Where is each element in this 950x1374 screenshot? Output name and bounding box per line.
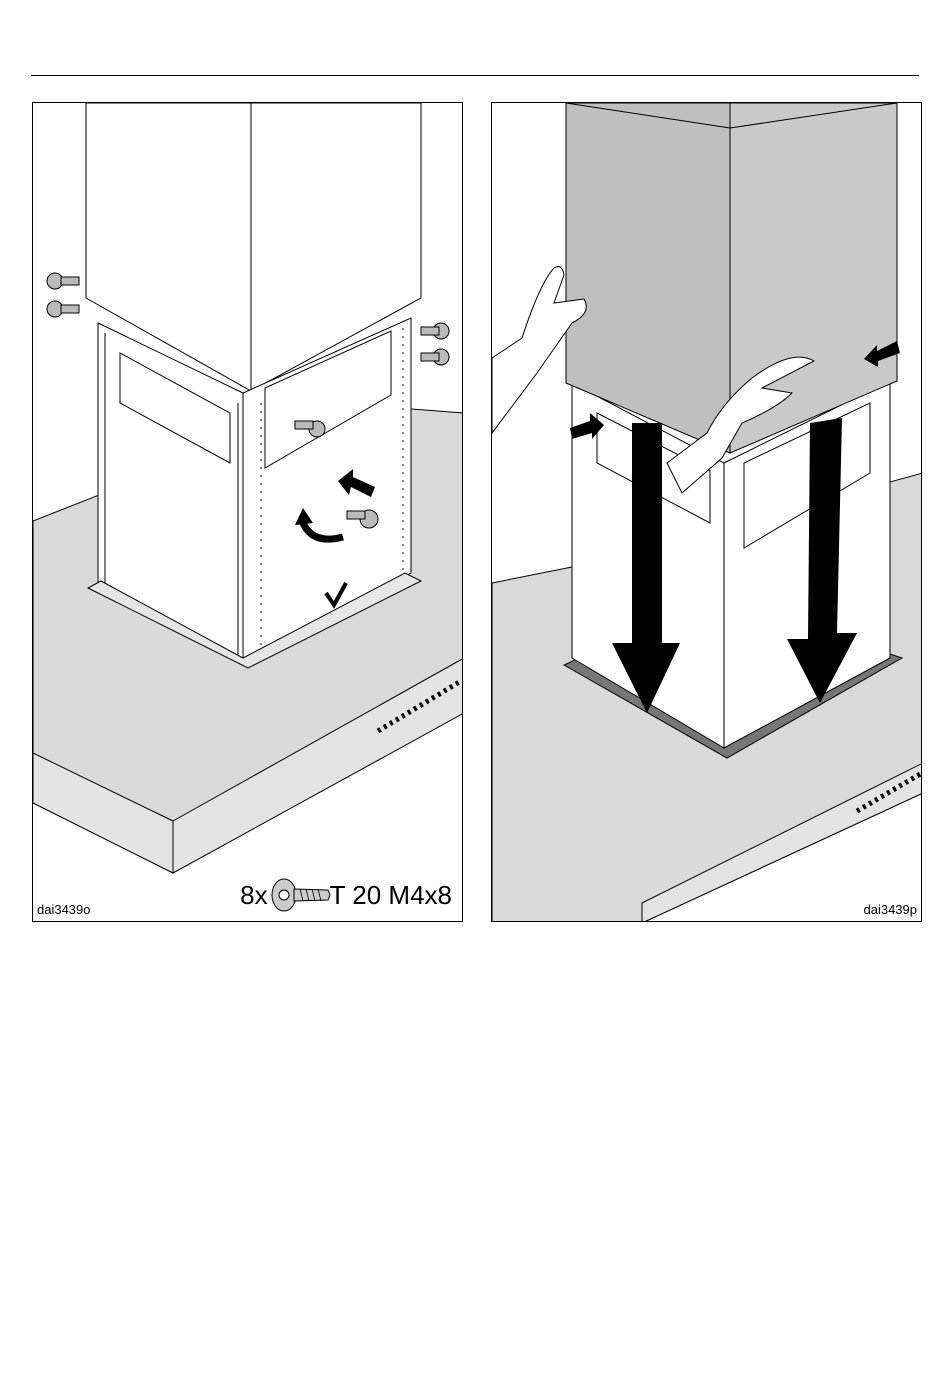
illustration-left: [33, 103, 463, 922]
screw-icon: [270, 877, 332, 913]
top-rule: [31, 75, 919, 76]
illustration-right: [492, 103, 922, 922]
screw-caption: 8x T 20 M4x8: [240, 877, 452, 913]
figure-left: dai3439o 8x T 20 M4x8: [32, 102, 463, 922]
screw-count: 8x: [240, 880, 267, 911]
screw-spec: T 20 M4x8: [330, 880, 452, 911]
figure-code-right: dai3439p: [864, 902, 918, 917]
figure-right: dai3439p: [491, 102, 922, 922]
figure-code-left: dai3439o: [37, 902, 91, 917]
